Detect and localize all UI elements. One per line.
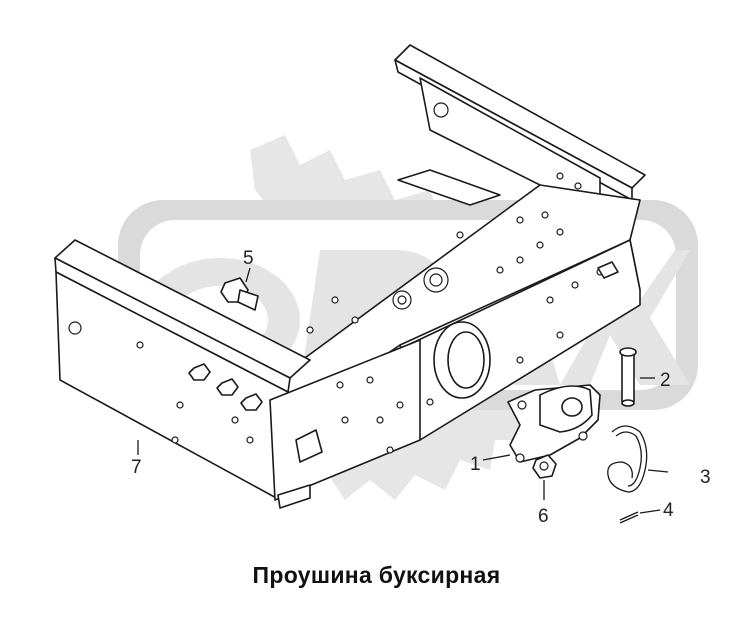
callout-6: 6 <box>538 506 549 527</box>
callout-5: 5 <box>243 248 254 269</box>
callout-4: 4 <box>663 500 674 521</box>
pin-part-2 <box>619 347 637 407</box>
frame-left-channel <box>54 239 421 509</box>
shackle-part-3 <box>607 425 648 493</box>
leader-lines <box>137 267 669 514</box>
nut-group <box>188 363 263 411</box>
callout-7: 7 <box>131 457 142 478</box>
bolt-part-5 <box>220 277 259 311</box>
towing-bracket-part-1 <box>507 384 601 463</box>
callout-3: 3 <box>700 467 711 488</box>
diagram-caption: Проушина буксирная <box>252 562 501 588</box>
callout-2: 2 <box>660 370 671 391</box>
callout-1: 1 <box>470 454 481 475</box>
nut-part-6 <box>532 454 557 479</box>
cotter-part-4 <box>619 511 639 524</box>
frame-rear-channel <box>394 44 646 216</box>
